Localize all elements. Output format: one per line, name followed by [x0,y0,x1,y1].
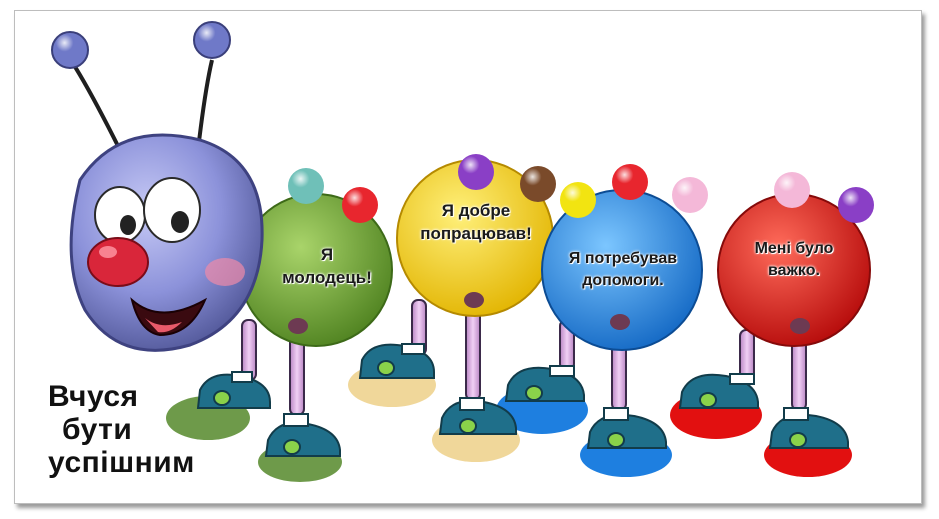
shoe-icon [264,413,341,457]
segment-green-line1: Я [320,245,334,264]
caption-line2: бути [62,413,133,446]
segment-blue [541,164,708,351]
nose-icon [87,237,149,287]
shoes [196,343,849,457]
segment-red-label: Мені було важко. [734,238,854,281]
eye-icon [94,186,146,244]
caption: Вчуся бути успішним [48,380,195,479]
shoe-icon [678,373,759,409]
segment-green [239,168,393,347]
shoe-icon [586,407,667,449]
mouth-icon [130,297,208,337]
segment-yellow-label: Я добре попрацював! [400,200,552,246]
segment-red-line2: важко. [768,261,820,279]
shoe-icon [504,365,585,402]
segment-blue-line2: допомоги. [582,271,664,289]
segment-yellow-line1: Я добре [441,201,511,220]
segment-blue-label: Я потребував допомоги. [548,248,698,291]
segment-yellow-line2: попрацював! [420,223,532,243]
shoe-icon [196,371,271,409]
caption-line3: успішним [48,446,195,479]
segment-green-line2: молодець! [282,267,372,287]
shoe-icon [438,397,517,435]
shoe-icon [358,343,435,379]
segment-yellow [396,154,556,317]
caterpillar-head [51,21,264,352]
segment-red [717,172,874,347]
eye-icon [143,177,201,243]
segment-blue-line1: Я потребував [568,250,678,267]
caption-line1: Вчуся [48,380,139,413]
segment-green-label: Я молодець! [262,244,392,290]
segment-red-line1: Мені було [754,240,834,257]
shoe-icon [768,407,849,449]
